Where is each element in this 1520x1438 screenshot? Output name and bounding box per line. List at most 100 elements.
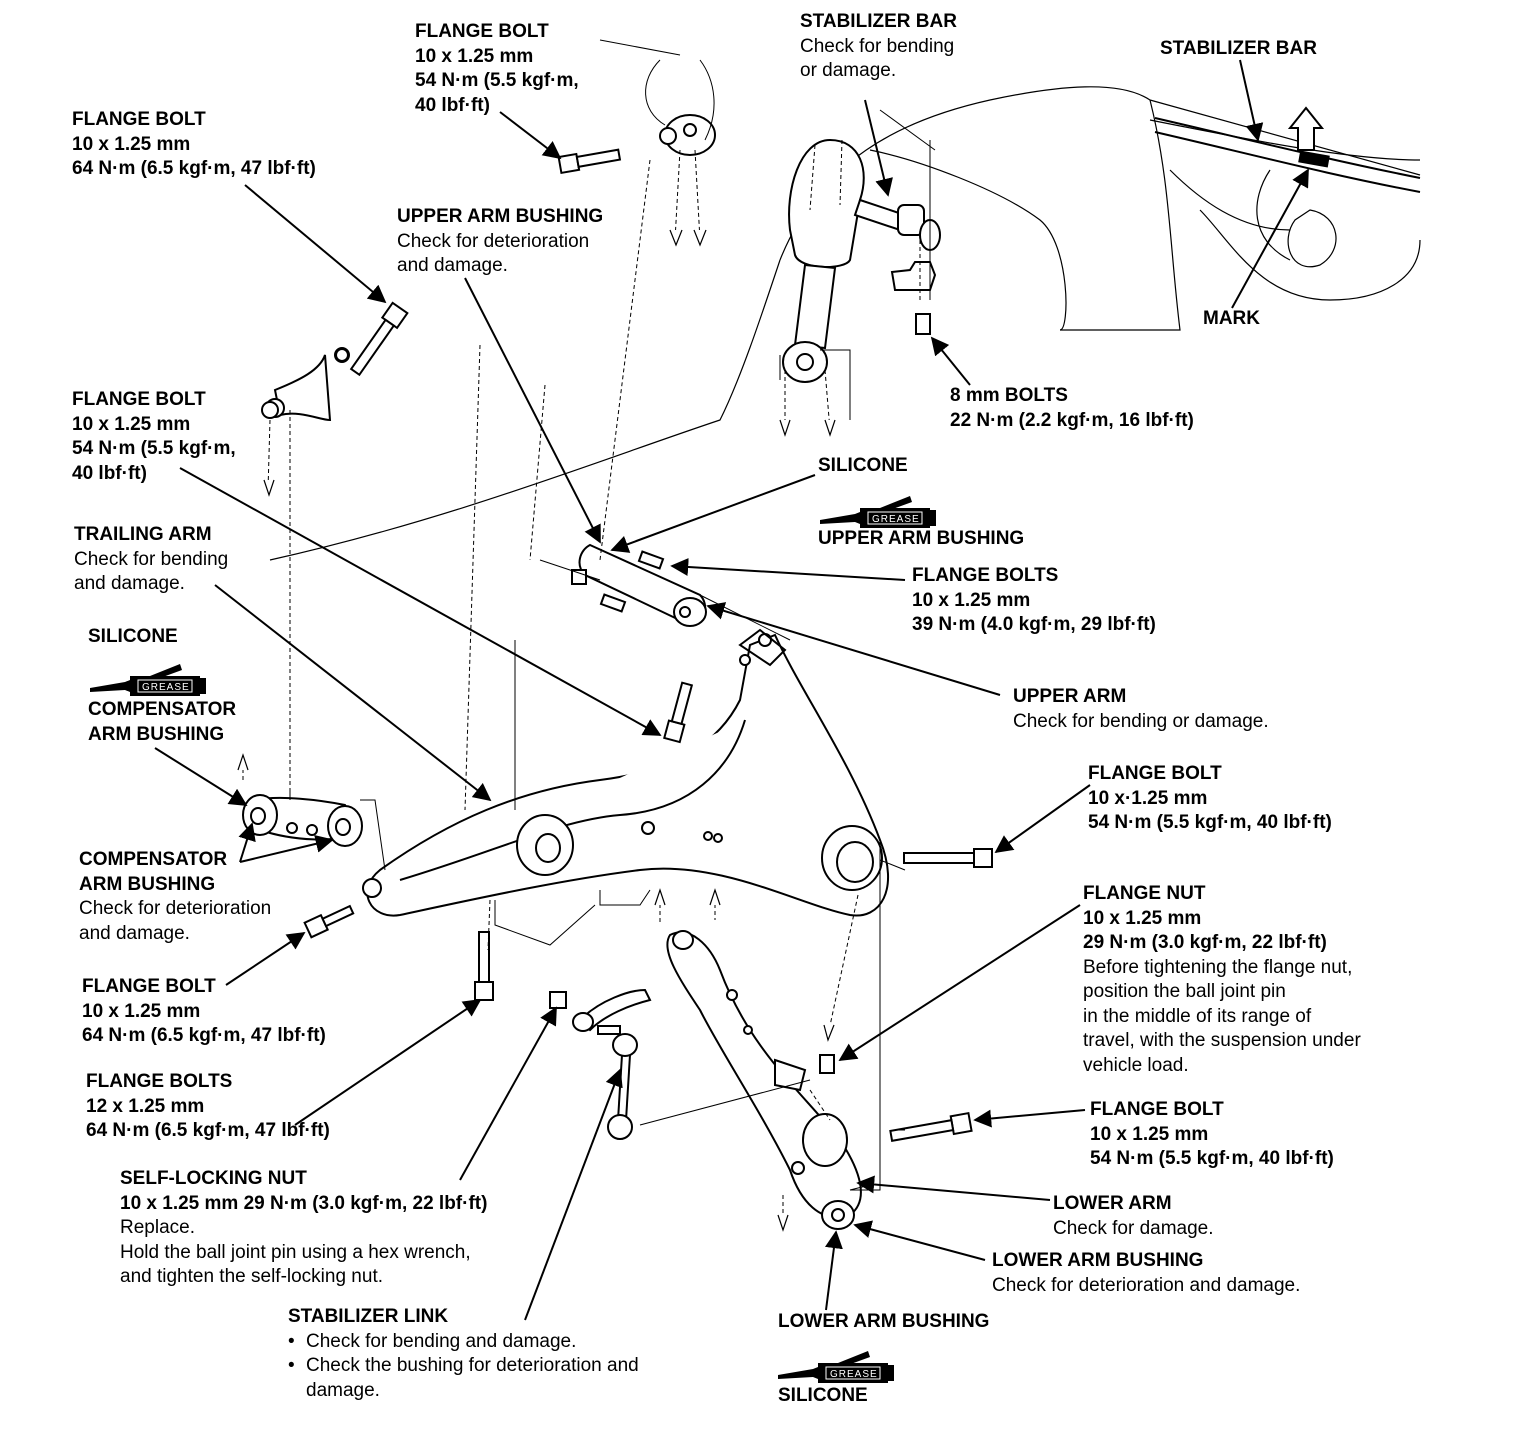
- callout-line: Check for deterioration: [397, 230, 590, 252]
- callout-line: vehicle load.: [1083, 1054, 1189, 1076]
- callout-upper-arm: UPPER ARM Check for bending or damage.: [1013, 685, 1269, 734]
- callout-title: STABILIZER LINK: [288, 1306, 449, 1327]
- callout-bullet-continuation: damage.: [306, 1379, 380, 1401]
- callout-stabilizer-bar: STABILIZER BAR Check for bending or dama…: [800, 10, 957, 84]
- callout-line: and damage.: [397, 255, 508, 276]
- callout-title: UPPER ARM BUSHING: [818, 528, 1025, 549]
- bolt-upper-left: [349, 301, 409, 377]
- callout-stabilizer-bar-inset: STABILIZER BAR: [1160, 37, 1317, 62]
- svg-text:GREASE: GREASE: [142, 682, 190, 693]
- callout-line: 64 N·m (6.5 kgf·m, 47 lbf·ft): [86, 1120, 330, 1141]
- callout-line: ARM BUSHING: [88, 723, 225, 745]
- callout-title: UPPER ARM: [1013, 686, 1127, 707]
- callout-line: Hold the ball joint pin using a hex wren…: [120, 1241, 471, 1263]
- callout-line: 64 N·m (6.5 kgf·m, 47 lbf·ft): [72, 158, 316, 179]
- callout-line: and damage.: [79, 922, 190, 944]
- bracket-lines: [289, 39, 936, 1191]
- callout-title: FLANGE BOLT: [415, 21, 549, 42]
- callout-title: COMPENSATOR: [79, 849, 228, 870]
- callout-self-locking-nut: SELF-LOCKING NUT 10 x 1.25 mm 29 N·m (3.…: [120, 1167, 487, 1290]
- callout-title: SELF-LOCKING NUT: [120, 1168, 307, 1189]
- bolt-top: [557, 148, 622, 175]
- callout-line: travel, with the suspension under: [1083, 1030, 1361, 1051]
- callout-line: 39 N·m (4.0 kgf·m, 29 lbf·ft): [912, 614, 1156, 635]
- callout-flange-bolt-top: FLANGE BOLT 10 x 1.25 mm 54 N·m (5.5 kgf…: [415, 20, 579, 118]
- callout-line: 10 x 1.25 mm: [82, 1000, 201, 1022]
- assembly-guides: [242, 139, 921, 1225]
- svg-text:GREASE: GREASE: [872, 514, 920, 525]
- callout-stabilizer-link: STABILIZER LINK Check for bending and da…: [288, 1305, 639, 1403]
- callout-line: Check for bending or damage.: [1013, 710, 1269, 732]
- flange-nut-part: [819, 1054, 835, 1074]
- bolt-right: [903, 848, 993, 868]
- callout-flange-bolt-lower-right: FLANGE BOLT 10 x 1.25 mm 54 N·m (5.5 kgf…: [1090, 1098, 1334, 1172]
- stabilizer-bar: [853, 198, 941, 335]
- callout-flange-bolts-12mm: FLANGE BOLTS 12 x 1.25 mm 64 N·m (6.5 kg…: [86, 1070, 330, 1144]
- grease-tube-icon: GREASE: [820, 496, 936, 528]
- callout-flange-bolt-lower-left: FLANGE BOLT 10 x 1.25 mm 64 N·m (6.5 kgf…: [82, 975, 326, 1049]
- callout-line: 10 x 1.25 mm 29 N·m (3.0 kgf·m, 22 lbf·f…: [120, 1192, 488, 1214]
- callout-trailing-arm: TRAILING ARM Check for bending and damag…: [74, 523, 228, 597]
- callout-title: FLANGE BOLT: [1088, 763, 1222, 784]
- compensator-arm: [242, 347, 363, 847]
- callout-title: SILICONE: [778, 1385, 868, 1406]
- callout-lower-arm: LOWER ARM Check for damage.: [1053, 1192, 1214, 1241]
- callout-line: 54 N·m (5.5 kgf·m, 40 lbf·ft): [1088, 812, 1332, 833]
- upper-arm: [571, 543, 707, 627]
- callout-title: LOWER ARM BUSHING: [778, 1311, 990, 1332]
- callout-line: Check for bending: [800, 35, 955, 57]
- callout-line: Check for deterioration and damage.: [992, 1274, 1301, 1296]
- callout-title: SILICONE: [88, 626, 178, 647]
- callout-lower-arm-bushing: LOWER ARM BUSHING Check for deterioratio…: [992, 1249, 1300, 1298]
- callout-line: 10 x 1.25 mm: [72, 413, 191, 435]
- callout-line: 64 N·m (6.5 kgf·m, 47 lbf·ft): [82, 1025, 326, 1046]
- svg-text:GREASE: GREASE: [830, 1369, 878, 1380]
- callout-title: FLANGE BOLT: [72, 389, 206, 410]
- callout-line: Check for deterioration: [79, 898, 272, 919]
- callout-title: FLANGE BOLTS: [86, 1071, 233, 1092]
- callout-line: 54 N·m (5.5 kgf·m,: [72, 438, 236, 459]
- callout-title: FLANGE BOLT: [72, 109, 206, 130]
- callout-line: Check for damage.: [1053, 1217, 1214, 1239]
- stabilizer-bar-inset: [1154, 117, 1421, 193]
- bolt-mid: [663, 681, 694, 744]
- callout-title: FLANGE BOLT: [82, 976, 216, 997]
- callout-title: STABILIZER BAR: [800, 11, 957, 32]
- callout-title: TRAILING ARM: [74, 524, 212, 545]
- callout-line: 40 lbf·ft): [415, 94, 490, 116]
- lower-arm: [666, 930, 862, 1230]
- callout-line: and tighten the self-locking nut.: [120, 1266, 384, 1287]
- callout-line: Check for bending: [74, 548, 229, 570]
- callout-line: Replace.: [120, 1217, 195, 1238]
- callout-line: 10 x 1.25 mm: [1083, 907, 1202, 929]
- callout-title: FLANGE BOLT: [1090, 1099, 1224, 1120]
- callout-flange-nut: FLANGE NUT 10 x 1.25 mm 29 N·m (3.0 kgf·…: [1083, 882, 1361, 1078]
- bolt-lower-right: [889, 1111, 973, 1142]
- callout-compensator-arm-bushing: COMPENSATOR ARM BUSHING Check for deteri…: [79, 848, 271, 946]
- callout-compensator-arm-bushing-grease: COMPENSATOR ARM BUSHING: [88, 698, 236, 747]
- callout-line: 22 N·m (2.2 kgf·m, 16 lbf·ft): [950, 409, 1194, 431]
- callout-bullet: Check the bushing for deterioration and: [288, 1354, 639, 1379]
- callout-flange-bolt-right: FLANGE BOLT 10 x·1.25 mm 54 N·m (5.5 kgf…: [1088, 762, 1332, 836]
- callout-line: 10 x 1.25 mm: [1090, 1123, 1209, 1145]
- up-arrow-icon: [1287, 106, 1325, 151]
- callout-lower-arm-bushing-grease: LOWER ARM BUSHING: [778, 1310, 989, 1335]
- bolts: [261, 114, 993, 1142]
- callout-line: in the middle of its range of: [1083, 1005, 1312, 1027]
- callout-flange-bolts-upper-arm: FLANGE BOLTS 10 x 1.25 mm 39 N·m (4.0 kg…: [912, 564, 1156, 638]
- assembly-arrowheads: [237, 229, 836, 1232]
- callout-title: MARK: [1203, 308, 1260, 329]
- callout-line: 10 x 1.25 mm: [912, 589, 1031, 611]
- callout-line: 10 x 1.25 mm: [72, 133, 191, 155]
- leader-lines: [154, 59, 1309, 1321]
- callout-upper-arm-bushing-grease: UPPER ARM BUSHING: [818, 527, 1024, 552]
- callout-title: LOWER ARM BUSHING: [992, 1250, 1204, 1271]
- callout-line: or damage.: [800, 60, 897, 81]
- grease-tube-icon: GREASE: [90, 664, 206, 696]
- callout-line: 54 N·m (5.5 kgf·m,: [415, 70, 579, 91]
- callout-8mm-bolts: 8 mm BOLTS 22 N·m (2.2 kgf·m, 16 lbf·ft): [950, 384, 1194, 433]
- callout-bullet: Check for bending and damage.: [288, 1330, 639, 1355]
- callout-title: UPPER ARM BUSHING: [397, 206, 604, 227]
